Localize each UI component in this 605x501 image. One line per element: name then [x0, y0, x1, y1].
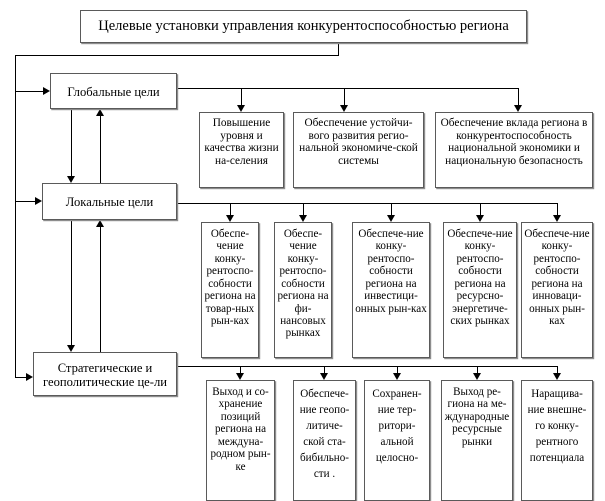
goal-text-global-1: Повышение уровня и качества жизни на-сел…	[204, 117, 279, 167]
arrow-strategic-3	[393, 373, 401, 380]
goal-text-strategic-5: Наращива-ние внешне-го конку-рентного по…	[527, 388, 587, 465]
drop-strategic-3	[397, 366, 398, 373]
goal-text-local-1: Обеспе-чение конку-рентоспо-собности рег…	[204, 228, 256, 327]
drop-local-5	[557, 203, 558, 215]
drop-local-1	[230, 203, 231, 215]
diagram-title-text: Целевые установки управления конкурентос…	[98, 18, 509, 35]
arrow-strategic-5	[553, 373, 561, 380]
arrow-strategic-1	[236, 373, 244, 380]
arrow-global-1	[237, 105, 245, 112]
goal-box-strategic-1: Выход и со-хранение позиций региона на м…	[206, 380, 275, 501]
arrow-global-2	[340, 105, 348, 112]
connector-left-spine	[15, 55, 16, 377]
arrow-local-to-global	[96, 109, 104, 116]
connector-title-drop	[338, 43, 339, 56]
drop-strategic-1	[240, 366, 241, 373]
diagram-title-box: Целевые установки управления конкурентос…	[80, 10, 527, 43]
goal-box-local-4: Обеспече-ние конку-рентоспо-собности рег…	[443, 222, 517, 358]
goal-text-strategic-4: Выход ре-гиона на ме-ждународные ресурсн…	[444, 386, 510, 448]
level-box-global: Глобальные цели	[50, 73, 177, 109]
drop-global-2	[344, 88, 345, 105]
bus-global-horizontal	[177, 88, 518, 89]
drop-global-1	[241, 88, 242, 105]
goal-box-local-3: Обеспече-ние конку-рентоспо-собности рег…	[352, 222, 430, 358]
connector-local-down-strategic	[71, 220, 72, 345]
level-box-local: Локальные цели	[42, 183, 177, 220]
goal-box-strategic-4: Выход ре-гиона на ме-ждународные ресурсн…	[441, 380, 513, 501]
goal-text-strategic-3: Сохранен-ние тер-ритори-альной целосно-	[372, 388, 422, 465]
arrow-into-local	[35, 197, 42, 205]
goal-box-global-3: Обеспечение вклада региона в конкурентос…	[435, 112, 593, 188]
arrow-into-global	[43, 87, 50, 95]
drop-strategic-5	[557, 366, 558, 373]
goal-box-global-2: Обеспечение устойчи-вого развития регио-…	[293, 112, 424, 188]
goal-box-strategic-2: Обеспече-ние геопо-литиче-ской ста-бибил…	[293, 380, 356, 501]
arrow-global-to-local	[67, 176, 75, 183]
goal-text-local-2: Обеспе-чение конку-рентоспо-собности рег…	[277, 228, 329, 340]
arrow-global-3	[514, 105, 522, 112]
arrow-local-to-strategic	[67, 345, 75, 352]
level-label-strategic: Стратегические и геополитические це-ли	[43, 360, 167, 389]
connector-strategic-up-local	[100, 227, 101, 352]
arrow-strategic-to-local	[96, 220, 104, 227]
bus-global-stub	[177, 88, 178, 92]
bus-local-horizontal	[177, 203, 558, 204]
level-label-local: Локальные цели	[65, 195, 154, 210]
goal-text-strategic-2: Обеспече-ние геопо-литиче-ской ста-бибил…	[299, 388, 350, 481]
bus-strategic-stub	[177, 362, 178, 367]
drop-strategic-4	[477, 366, 478, 373]
connector-title-to-spine	[15, 55, 339, 56]
arrow-strategic-4	[473, 373, 481, 380]
goal-text-global-2: Обеспечение устойчи-вого развития регио-…	[299, 117, 418, 167]
drop-local-3	[391, 203, 392, 215]
connector-spine-to-local	[15, 201, 35, 202]
arrow-into-strategic	[26, 373, 33, 381]
arrow-local-5	[553, 215, 561, 222]
connector-local-up-global	[100, 116, 101, 183]
level-label-global: Глобальные цели	[67, 84, 160, 99]
connector-global-down-local	[71, 109, 72, 176]
arrow-strategic-2	[320, 373, 328, 380]
goal-text-local-3: Обеспече-ние конку-рентоспо-собности рег…	[355, 228, 427, 315]
goal-box-local-2: Обеспе-чение конку-рентоспо-собности рег…	[274, 222, 332, 358]
arrow-local-4	[476, 215, 484, 222]
arrow-local-2	[299, 215, 307, 222]
goal-text-local-5: Обеспече-ние конку-рентоспо-собности рег…	[524, 228, 590, 327]
goal-text-strategic-1: Выход и со-хранение позиций региона на м…	[210, 386, 271, 473]
goal-box-global-1: Повышение уровня и качества жизни на-сел…	[199, 112, 284, 188]
level-box-strategic: Стратегические и геополитические це-ли	[33, 352, 177, 396]
goal-box-local-5: Обеспече-ние конку-рентоспо-собности рег…	[521, 222, 593, 358]
goal-text-local-4: Обеспече-ние конку-рентоспо-собности рег…	[447, 228, 513, 327]
bus-strategic-horizontal	[177, 366, 557, 367]
connector-spine-to-global	[15, 91, 43, 92]
goal-box-strategic-5: Наращива-ние внешне-го конку-рентного по…	[521, 380, 593, 501]
connector-spine-to-strategic	[15, 377, 26, 378]
goal-box-strategic-3: Сохранен-ние тер-ритори-альной целосно-	[364, 380, 430, 501]
drop-local-4	[480, 203, 481, 215]
arrow-local-1	[226, 215, 234, 222]
drop-global-3	[518, 88, 519, 105]
goal-text-global-3: Обеспечение вклада региона в конкурентос…	[440, 117, 588, 167]
bus-local-stub	[177, 199, 178, 204]
drop-strategic-2	[324, 366, 325, 373]
goal-box-local-1: Обеспе-чение конку-рентоспо-собности рег…	[201, 222, 259, 358]
drop-local-2	[303, 203, 304, 215]
arrow-local-3	[387, 215, 395, 222]
